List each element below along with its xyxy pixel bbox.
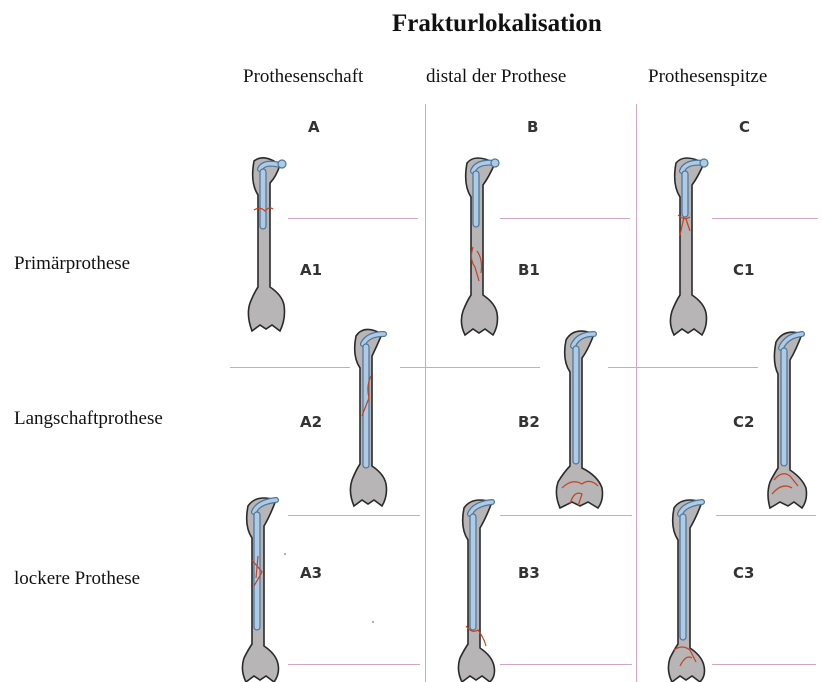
column-letter-a: A [308, 118, 320, 136]
row-label-lockere-prothese: lockere Prothese [14, 568, 140, 590]
column-letter-c: C [739, 118, 750, 136]
figure-title: Frakturlokalisation [392, 10, 602, 38]
femur-prosthesis-a3 [234, 496, 296, 682]
code-b1: B1 [518, 261, 540, 279]
column-header-a: Prothesenschaft [243, 66, 363, 88]
grid-line [712, 218, 818, 219]
grid-line [716, 515, 816, 516]
grid-line [288, 664, 420, 665]
grid-line [425, 104, 426, 682]
code-c3: C3 [733, 564, 754, 582]
column-header-c: Prothesenspitze [648, 66, 767, 88]
code-b3: B3 [518, 564, 540, 582]
femur-prosthesis-a1 [240, 155, 302, 335]
code-b2: B2 [518, 413, 540, 431]
grid-line [500, 515, 632, 516]
code-c1: C1 [733, 261, 754, 279]
grid-line [636, 104, 637, 682]
code-a1: A1 [300, 261, 322, 279]
femur-prosthesis-c3 [660, 498, 722, 682]
grid-line [288, 218, 418, 219]
femur-prosthesis-a2 [338, 326, 400, 510]
code-a3: A3 [300, 564, 322, 582]
femur-prosthesis-b1 [453, 155, 515, 337]
femur-prosthesis-b3 [450, 498, 512, 682]
grid-line [288, 515, 420, 516]
femur-prosthesis-c2 [762, 330, 822, 510]
column-letter-b: B [527, 118, 538, 136]
code-c2: C2 [733, 413, 754, 431]
grid-line [608, 367, 758, 368]
grid-line [500, 218, 630, 219]
row-label-langschaftprothese: Langschaftprothese [14, 408, 163, 430]
femur-prosthesis-c1 [662, 155, 724, 337]
row-label-primaerprothese: Primärprothese [14, 253, 130, 275]
femur-prosthesis-b2 [548, 328, 618, 510]
grid-line [230, 367, 350, 368]
grid-line [400, 367, 540, 368]
column-header-b: distal der Prothese [426, 66, 566, 88]
grid-line [712, 664, 816, 665]
grid-line [500, 664, 632, 665]
code-a2: A2 [300, 413, 322, 431]
scan-speck [372, 621, 374, 623]
